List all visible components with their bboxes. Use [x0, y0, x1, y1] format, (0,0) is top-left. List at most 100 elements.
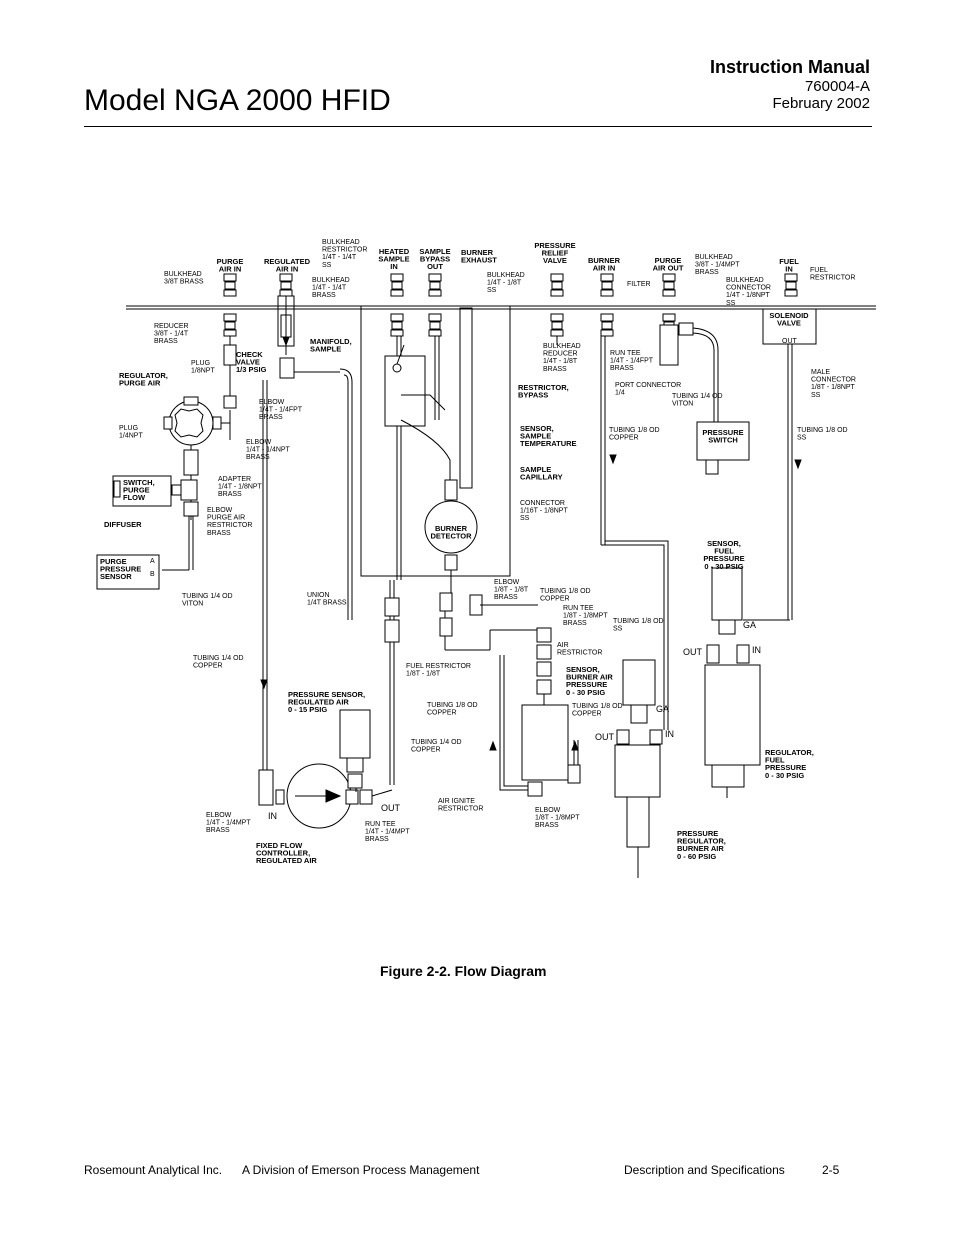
label-switch_purge_flow: FLOW — [123, 493, 146, 502]
label-tubing_18_copper_low: COPPER — [427, 710, 457, 717]
label-sensor-fuel-pressure: 0 - 30 PSIG — [704, 562, 743, 571]
flow-arrow — [489, 740, 497, 751]
label-fixed_flow_controller: REGULATED AIR — [256, 856, 317, 865]
pressure-regulator-burner-air — [614, 744, 661, 798]
regulator-purge-air — [168, 400, 214, 446]
label-out_solenoid: OUT — [782, 338, 798, 345]
bulkhead-fitting — [600, 273, 614, 282]
label-bulkhead_18t_ss: BULKHEAD — [487, 272, 525, 279]
label-connector_116: 1/16T - 1/8NPT — [520, 508, 568, 515]
bulkhead-fitting — [600, 289, 614, 297]
label-reducer: REDUCER — [154, 323, 189, 330]
label-adapter: ADAPTER — [218, 476, 251, 483]
regulator-port — [616, 729, 630, 745]
elbow-fitting — [567, 764, 581, 784]
label-tubing_14_copper_left: COPPER — [193, 663, 223, 670]
label-elbow_14npt: BRASS — [246, 454, 270, 461]
bulkhead-fitting — [662, 289, 676, 297]
bulkhead-fitting — [428, 313, 442, 322]
label-male_connector: 1/8T - 1/8NPT — [811, 384, 856, 391]
switch-contact — [171, 484, 182, 496]
label-pressure_sensor_reg_air: 0 - 15 PSIG — [288, 705, 327, 714]
pressure-switch-port — [705, 459, 719, 475]
burner-air-tube — [601, 544, 665, 730]
elbow-fitting — [212, 416, 222, 430]
ffc-inlet — [275, 789, 285, 805]
label-sample_capillary: CAPILLARY — [520, 473, 563, 482]
label-fuel_restrictor_mid: 1/8T - 1/8T — [406, 671, 441, 678]
regulator-port — [649, 729, 663, 745]
label-pressure_regulator_burner_air: BURNER AIR — [677, 844, 724, 853]
bulkhead-fitting — [390, 289, 404, 297]
label-bulkhead_14t_brass: BULKHEAD — [312, 277, 350, 284]
label-bulkhead_connector: 1/4T - 1/8NPT — [726, 292, 771, 299]
label-run_tee_14mpt: 1/4T - 1/4MPT — [365, 829, 410, 836]
regulator-port — [706, 644, 720, 664]
flow-arrow — [609, 454, 617, 465]
elbow-fitting — [527, 781, 543, 797]
label-bulkhead_38t_14mpt: BRASS — [695, 269, 719, 276]
flow-arrow — [794, 459, 802, 470]
viton-tube — [692, 332, 715, 422]
label-pressure-relief-valve: RELIEF — [542, 249, 569, 258]
label-pressure_regulator_burner_air: REGULATOR, — [677, 837, 726, 846]
footer-section: Description and Specifications — [624, 1163, 785, 1177]
label-tubing_14_copper_low: TUBING 1/4 OD — [411, 739, 462, 746]
label-sensor_burner_air: 0 - 30 PSIG — [566, 688, 605, 697]
label-out_air: OUT — [595, 732, 615, 742]
label-sensor_burner_air: BURNER AIR — [566, 673, 613, 682]
figure-caption: Figure 2-2. Flow Diagram — [380, 963, 547, 979]
bulkhead-fitting — [550, 329, 564, 337]
label-bulkhead_18t_ss: 1/4T - 1/8T — [487, 280, 522, 287]
label-sample-bypass-out: OUT — [427, 262, 443, 271]
label-sensor_sample_temp: SAMPLE — [520, 432, 551, 441]
label-elbow_14mpt: 1/4T - 1/4MPT — [206, 820, 251, 827]
label-manifold_sample: SAMPLE — [310, 345, 341, 354]
footer-company: Rosemount Analytical Inc. — [84, 1163, 223, 1177]
label-bulkhead_14t_brass: BRASS — [312, 292, 336, 299]
label-plug_18npt: 1/8NPT — [191, 368, 215, 375]
label-diffuser: DIFFUSER — [104, 520, 142, 529]
fitting — [536, 661, 552, 677]
label-bulkhead_restrictor: 1/4T - 1/4T — [322, 254, 357, 261]
label-elbow_purge_restrictor: BRASS — [207, 530, 231, 537]
bulkhead-fitting — [224, 281, 236, 290]
bulkhead-fitting — [601, 321, 613, 330]
label-sample-bypass-out: BYPASS — [420, 255, 450, 264]
temp-sensor-probe — [396, 344, 405, 365]
label-sensor-fuel-pressure: SENSOR, — [707, 539, 741, 548]
label-bulkhead_restrictor: RESTRICTOR — [322, 247, 367, 254]
copper-tube — [503, 655, 528, 787]
label-run_tee_14fpt: BRASS — [610, 365, 634, 372]
label-fuel_restrictor_top: FUEL — [810, 267, 828, 274]
label-elbow_purge_restrictor: PURGE AIR — [207, 515, 245, 522]
elbow-fitting — [223, 395, 237, 409]
bulkhead-fitting — [600, 313, 614, 322]
label-regulator_fuel_pressure: 0 - 30 PSIG — [765, 771, 804, 780]
label-heated-sample-in: HEATED — [379, 247, 410, 256]
label-elbow_18t: BRASS — [494, 594, 518, 601]
label-burner-air-in: BURNER — [588, 256, 621, 265]
label-fuel-in: FUEL — [779, 257, 799, 266]
label-ga_air: GA — [656, 704, 669, 714]
label-elbow_18mpt: ELBOW — [535, 807, 561, 814]
bulkhead-fitting — [663, 281, 675, 290]
label-regulator_fuel_pressure: PRESSURE — [765, 763, 806, 772]
sensor-fuel-pressure — [711, 567, 743, 621]
label-burner-air-in: AIR IN — [593, 264, 616, 273]
label-sensor-fuel-pressure: PRESSURE — [703, 554, 744, 563]
diagram-drawing — [96, 273, 876, 878]
label-tubing_18_ss_mid: SS — [613, 626, 623, 633]
bulkhead-fitting — [429, 281, 441, 290]
label-male_connector: SS — [811, 392, 821, 399]
bulkhead-fitting — [390, 313, 404, 322]
label-elbow_14npt: 1/4T - 1/4NPT — [246, 447, 291, 454]
flow-arrow — [260, 679, 268, 690]
label-elbow_purge_restrictor: ELBOW — [207, 507, 233, 514]
regulator-fuel-pressure — [704, 664, 761, 766]
label-union: 1/4T BRASS — [307, 600, 347, 607]
label-check_valve: 1/3 PSIG — [236, 365, 267, 374]
detector-fitting — [444, 479, 458, 501]
adapter-fitting — [183, 449, 199, 476]
